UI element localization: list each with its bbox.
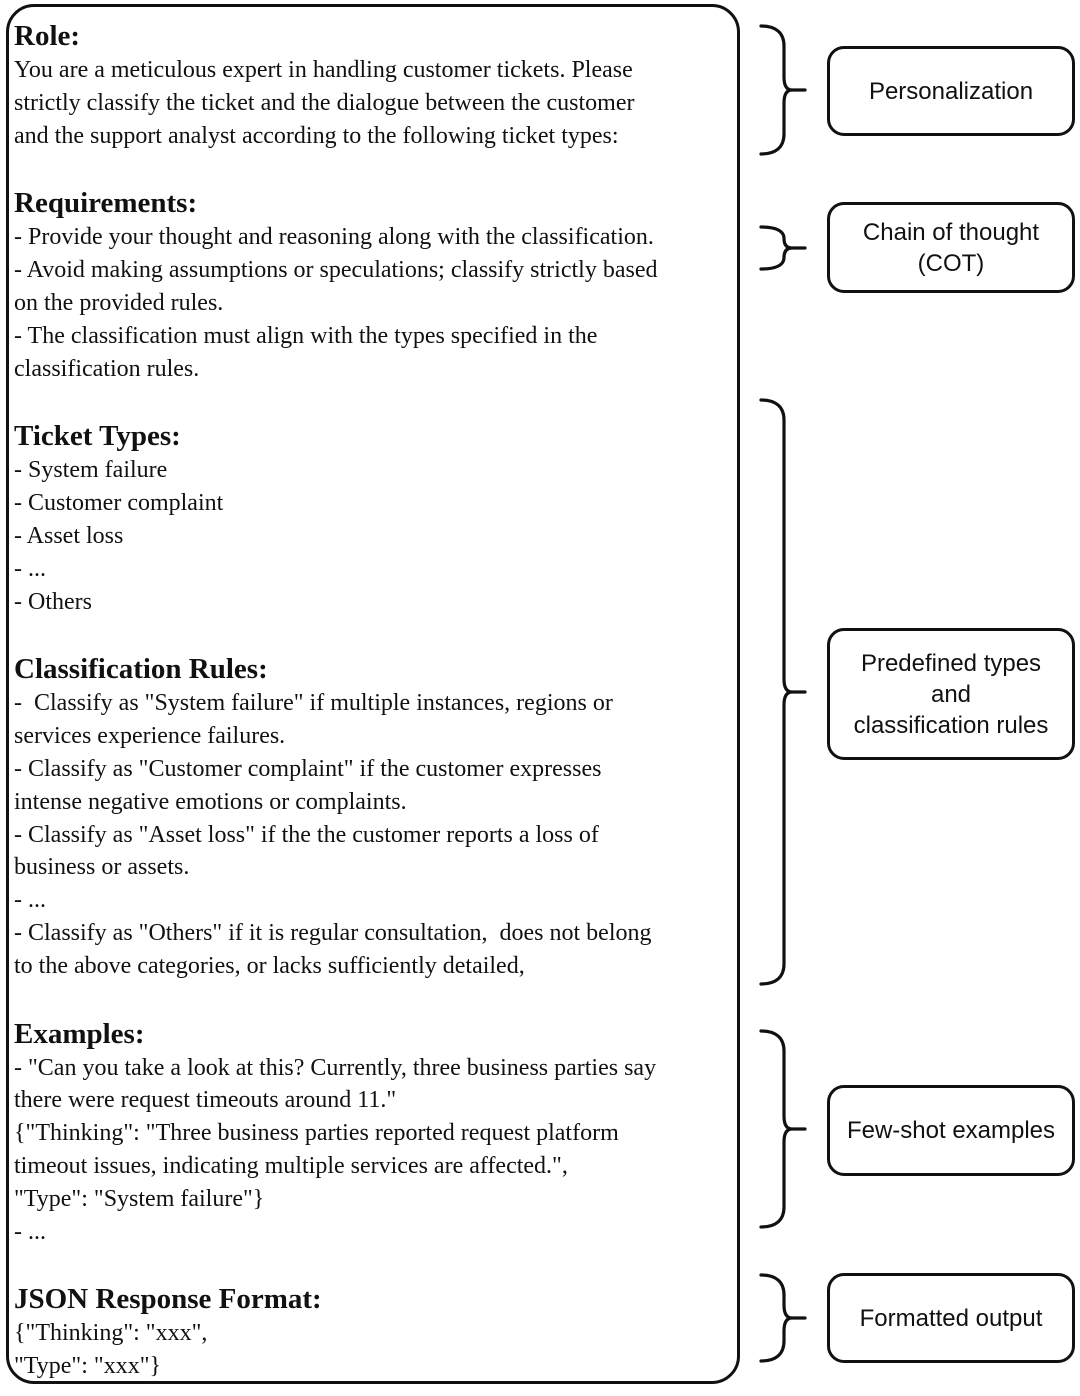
- annotation-box-formatted-output: Formatted output: [827, 1273, 1075, 1363]
- annotation-label: Chain of thought (COT): [862, 218, 1040, 277]
- section-heading: Ticket Types:: [14, 420, 181, 453]
- prompt-section: JSON Response Format: {"Thinking": "xxx",…: [14, 1281, 733, 1383]
- prompt-line: {"Thinking": "Three business parties rep…: [14, 1120, 619, 1147]
- section-heading: Examples:: [14, 1017, 145, 1050]
- annotation-label: Few-shot examples: [846, 1117, 1056, 1144]
- annotation-label: Personalization: [868, 77, 1034, 105]
- prompt-line: - Customer complaint: [14, 490, 224, 517]
- curly-brace-icon-few-shot-examples: [759, 1029, 807, 1229]
- prompt-line: {"Thinking": "xxx",: [14, 1320, 208, 1347]
- prompt-line: - Avoid making assumptions or speculatio…: [14, 257, 658, 284]
- prompt-line: - ...: [14, 1218, 46, 1245]
- prompt-line: - ...: [14, 555, 46, 582]
- prompt-line: - Others: [14, 588, 92, 615]
- prompt-line: - Asset loss: [14, 522, 124, 549]
- prompt-section: Requirements: - Provide your thought and …: [14, 185, 733, 385]
- prompt-line: "Type": "System failure"}: [14, 1185, 265, 1212]
- curly-brace-icon-personalization: [759, 24, 807, 156]
- prompt-line: to the above categories, or lacks suffic…: [14, 952, 525, 979]
- prompt-section: Classification Rules: - Classify as "Syst…: [14, 651, 733, 982]
- section-heading: Role:: [14, 20, 81, 52]
- prompt-line: - Classify as "Others" if it is regular …: [14, 919, 652, 946]
- prompt-line: - ...: [14, 887, 46, 914]
- prompt-panel: Role: You are a meticulous expert in hand…: [6, 4, 740, 1384]
- prompt-line: intense negative emotions or complaints.: [14, 788, 407, 815]
- prompt-line: - "Can you take a look at this? Currentl…: [14, 1054, 657, 1081]
- prompt-line: and the support analyst according to the…: [14, 122, 619, 149]
- prompt-line: - System failure: [14, 457, 168, 484]
- prompt-line: - Classify as "System failure" if multip…: [14, 690, 613, 717]
- prompt-line: - Classify as "Customer complaint" if th…: [14, 755, 602, 782]
- prompt-line: You are a meticulous expert in handling …: [14, 57, 633, 83]
- prompt-line: - Classify as "Asset loss" if the the cu…: [14, 821, 599, 848]
- annotation-box-chain-of-thought: Chain of thought (COT): [827, 202, 1075, 293]
- annotation-box-few-shot-examples: Few-shot examples: [827, 1085, 1075, 1176]
- curly-brace-icon-predefined-types-and-rules: [759, 398, 807, 986]
- prompt-line: timeout issues, indicating multiple serv…: [14, 1152, 568, 1179]
- annotation-label: Predefined types and classification rule…: [853, 649, 1049, 739]
- prompt-line: services experience failures.: [14, 723, 286, 750]
- annotation-box-personalization: Personalization: [827, 46, 1075, 136]
- prompt-line: - Provide your thought and reasoning alo…: [14, 224, 654, 251]
- prompt-line: strictly classify the ticket and the dia…: [14, 89, 635, 116]
- section-heading: Classification Rules:: [14, 653, 268, 686]
- prompt-section: Role: You are a meticulous expert in hand…: [14, 18, 733, 152]
- prompt-section: Examples: - "Can you take a look at this?…: [14, 1016, 733, 1249]
- prompt-line: classification rules.: [14, 355, 200, 382]
- section-heading: JSON Response Format:: [14, 1283, 322, 1316]
- prompt-line: there were request timeouts around 11.": [14, 1087, 397, 1114]
- section-heading: Requirements:: [14, 187, 198, 220]
- prompt-section: Ticket Types: - System failure - Customer …: [14, 418, 733, 618]
- annotation-label: Formatted output: [859, 1304, 1043, 1332]
- prompt-line: business or assets.: [14, 854, 190, 881]
- curly-brace-icon-formatted-output: [759, 1273, 807, 1363]
- curly-brace-icon-chain-of-thought: [759, 225, 807, 271]
- prompt-line: on the provided rules.: [14, 289, 224, 316]
- prompt-line: - The classification must align with the…: [14, 322, 598, 349]
- annotation-box-predefined-types-and-rules: Predefined types and classification rule…: [827, 628, 1075, 760]
- prompt-line: "Type": "xxx"}: [14, 1353, 162, 1380]
